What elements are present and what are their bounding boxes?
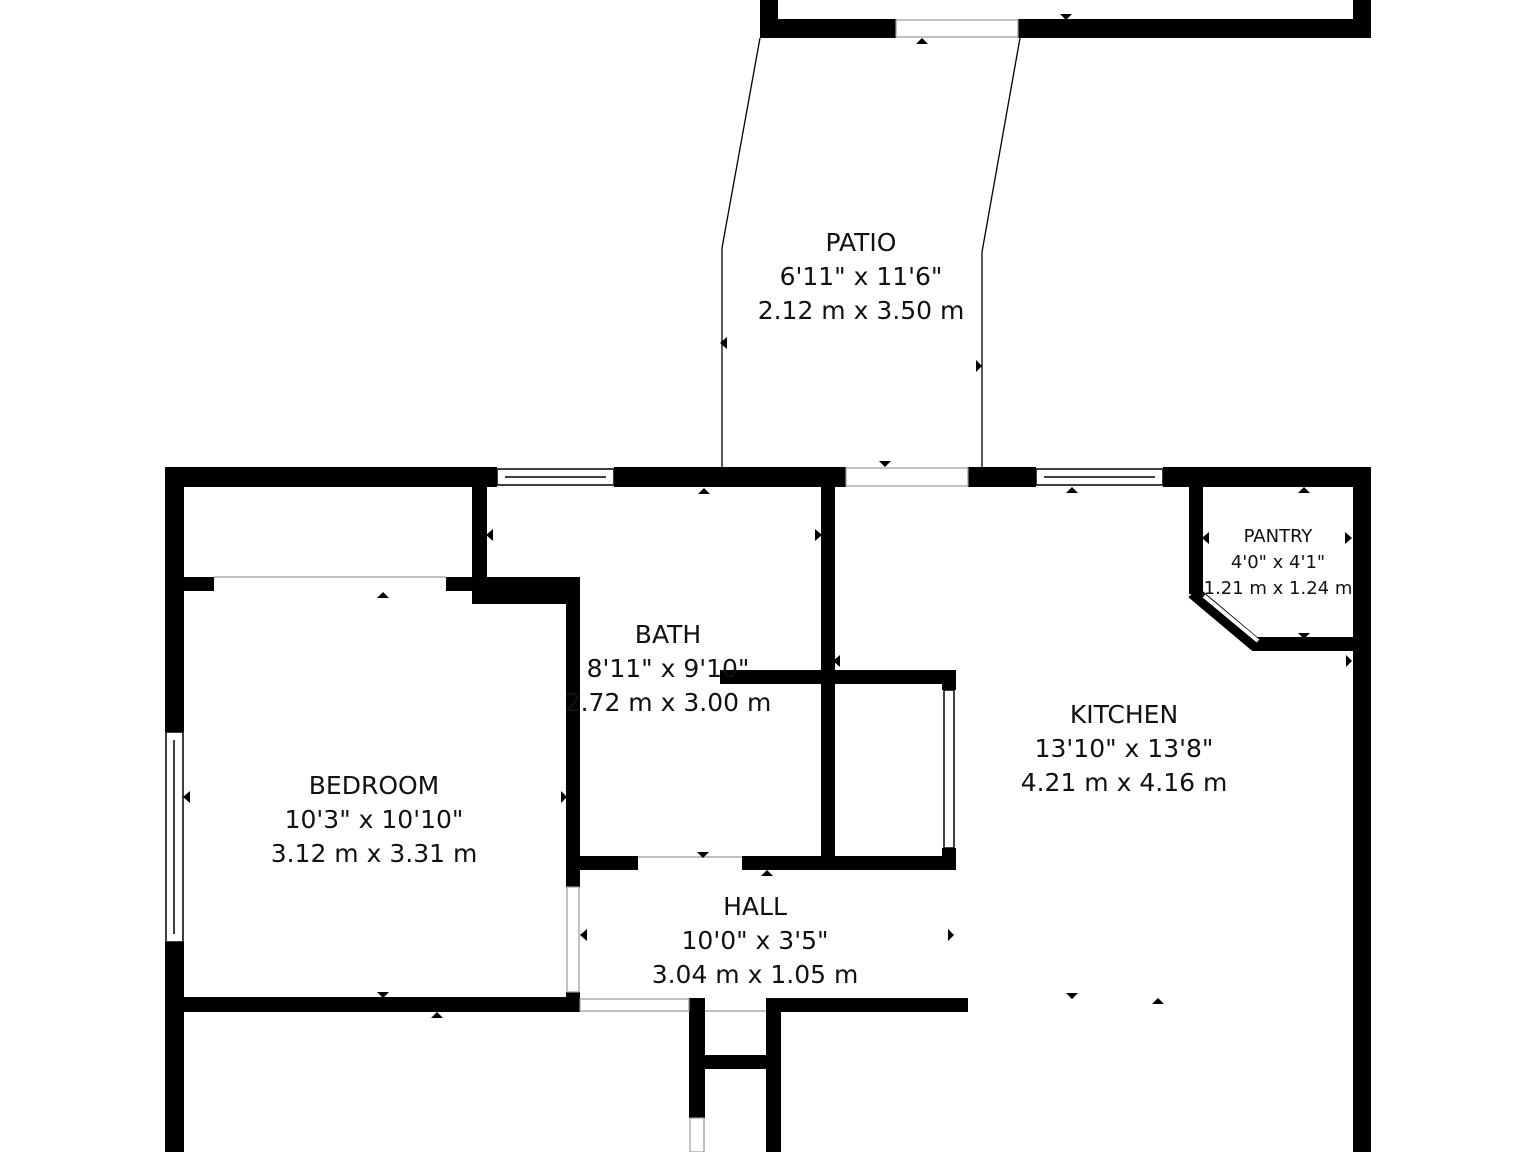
wall [1189,467,1203,594]
wall [184,577,214,591]
room-dimensions-imperial: 4'0" x 4'1" [1230,552,1326,573]
dimension-markers [183,14,1352,1018]
wall [472,467,487,592]
wall [689,1055,781,1069]
marker [377,992,389,998]
room-dimensions-imperial: 8'11" x 9'10" [586,654,750,683]
walls [165,0,1371,1152]
wall [1353,467,1371,1152]
wall [1252,637,1371,651]
marker [948,929,954,941]
marker [561,791,567,803]
wall [760,19,896,38]
wall [968,467,1036,487]
wall [942,670,956,690]
room-label-bath: BATH 8'11" x 9'10" 2.72 m x 3.00 m [565,618,772,720]
room-label-pantry: PANTRY 4'0" x 4'1" 1.21 m x 1.24 m [1204,524,1353,602]
wall [566,856,638,870]
room-name: BEDROOM [308,771,440,800]
wall [1163,467,1371,487]
door-opening [895,19,1019,38]
room-dimensions-imperial: 10'3" x 10'10" [284,805,464,834]
door-opening [566,886,580,993]
room-dimensions-metric: 2.72 m x 3.00 m [564,688,772,717]
wall [720,670,956,684]
marker [486,529,493,541]
room-name: BATH [634,620,702,649]
patio-outline [721,37,1021,467]
marker [431,1012,443,1018]
wall [566,992,580,1012]
room-name: HALL [723,892,787,921]
marker [1060,14,1072,20]
marker [761,870,773,876]
room-name: KITCHEN [1069,700,1179,729]
marker [833,655,840,667]
room-dimensions-metric: 4.21 m x 4.16 m [1020,768,1228,797]
marker [1346,655,1352,667]
room-name: PATIO [825,228,897,257]
room-dimensions-imperial: 6'11" x 11'6" [779,262,943,291]
wall [766,998,781,1152]
room-label-bedroom: BEDROOM 10'3" x 10'10" 3.12 m x 3.31 m [271,769,478,871]
wall [165,942,184,1152]
wall [1018,19,1371,38]
wall [742,856,956,870]
marker [815,529,822,541]
wall [165,467,497,487]
room-dimensions-metric: 2.12 m x 3.50 m [757,296,965,325]
wall [472,590,580,604]
door-opening [579,998,690,1012]
marker [377,592,389,598]
window [943,689,955,849]
marker [976,360,982,372]
room-dimensions-metric: 3.12 m x 3.31 m [270,839,478,868]
patio-edge [981,37,1021,467]
room-name: PANTRY [1243,526,1313,547]
marker [1066,487,1078,493]
room-label-patio: PATIO 6'11" x 11'6" 2.12 m x 3.50 m [758,226,965,328]
wall [165,997,580,1012]
marker [1152,998,1164,1004]
patio-edge [721,37,761,467]
room-label-hall: HALL 10'0" x 3'5" 3.04 m x 1.05 m [652,890,859,992]
wall [614,467,846,487]
marker [1202,532,1209,544]
wall [821,467,835,865]
marker [697,852,709,858]
marker [1345,532,1352,544]
door-openings [214,19,1019,1152]
marker [1298,633,1310,639]
marker [1195,586,1202,598]
wall [566,577,580,887]
wall [165,467,184,732]
wall [446,577,580,591]
door-opening [845,467,969,487]
doorway [1202,594,1260,643]
windows [165,468,1164,943]
marker [698,488,710,494]
marker [879,461,891,467]
room-dimensions-metric: 1.21 m x 1.24 m [1203,578,1353,599]
room-label-kitchen: KITCHEN 13'10" x 13'8" 4.21 m x 4.16 m [1021,698,1228,800]
marker [720,337,727,349]
room-dimensions-imperial: 10'0" x 3'5" [681,926,829,955]
marker [183,791,190,803]
wall [1188,586,1261,651]
marker [1298,487,1310,493]
marker [916,38,928,44]
room-dimensions-imperial: 13'10" x 13'8" [1034,734,1214,763]
door-opening [689,1117,705,1152]
marker [1066,993,1078,999]
marker [580,929,587,941]
wall [766,998,968,1012]
room-dimensions-metric: 3.04 m x 1.05 m [651,960,859,989]
